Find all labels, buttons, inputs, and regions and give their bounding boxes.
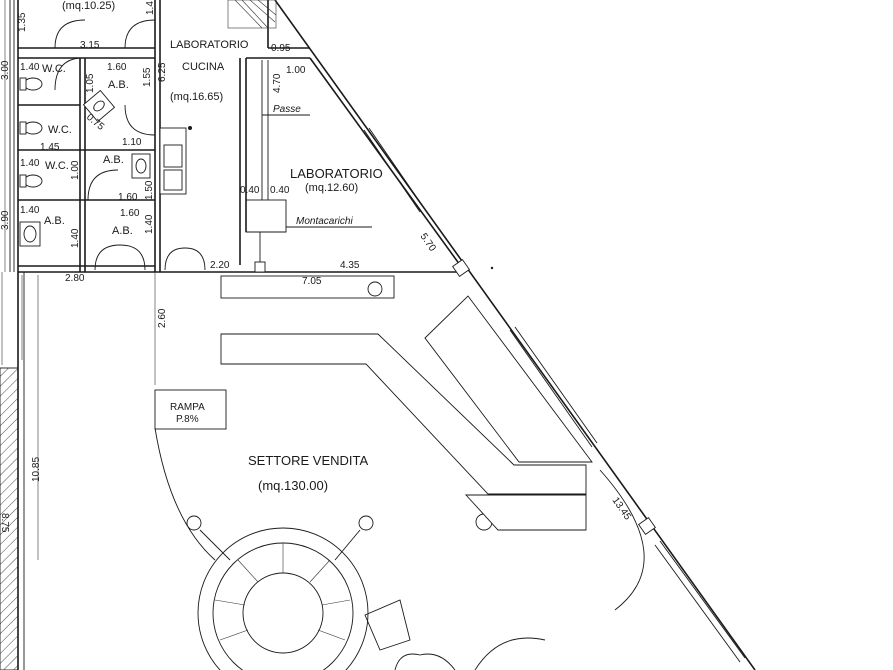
dim: 1.00	[70, 160, 81, 180]
lab-cucina-area: (mq.16.65)	[170, 91, 223, 103]
settore-vendita-area: (mq.130.00)	[258, 478, 328, 493]
wc-label-3: W.C.	[45, 160, 69, 172]
ramp	[154, 389, 227, 430]
dim: 2.60	[157, 308, 168, 328]
dim: 5.70	[418, 231, 438, 254]
counter-top	[220, 275, 395, 299]
dim: 1.40	[20, 205, 40, 216]
toilet-2	[19, 121, 43, 135]
dim: 3.90	[0, 210, 11, 230]
rampa-label: RAMPA	[170, 402, 205, 413]
fixtures	[19, 19, 645, 670]
dim: 1.40	[144, 214, 155, 234]
ab-label-2: A.B.	[103, 154, 124, 166]
walls	[0, 0, 756, 670]
dim: 2.80	[65, 273, 85, 284]
spiral-staircase	[186, 515, 411, 670]
sink-3	[19, 221, 41, 247]
dim: 4.70	[272, 73, 283, 93]
wc-label-1: W.C.	[42, 63, 66, 75]
dim: 1.60	[120, 208, 140, 219]
ab-label-3: A.B.	[44, 215, 65, 227]
dim: 1.45	[40, 142, 60, 153]
lab-cucina-label-2: CUCINA	[182, 61, 225, 73]
dim: 0.95	[271, 43, 291, 54]
kitchen-sink	[159, 126, 192, 195]
dim: 1.60	[118, 192, 138, 203]
shelf-island-3	[464, 494, 587, 531]
dim: 0.40	[240, 185, 260, 196]
dim: 3.00	[0, 60, 11, 80]
dim: 1.00	[286, 65, 306, 76]
dim: 1.05	[85, 73, 96, 93]
dim: 2.20	[210, 260, 230, 271]
top-room-area: (mq.10.25)	[62, 0, 115, 12]
dim: 10.85	[31, 457, 42, 482]
shelf-island-1	[220, 333, 587, 495]
sink-2	[131, 153, 151, 179]
sink-1	[82, 89, 116, 123]
dim: 1.55	[142, 67, 153, 87]
dim: 7.05	[302, 276, 322, 287]
passe-label: Passe	[273, 104, 301, 115]
toilet-3	[19, 174, 43, 188]
dim: 1.50	[144, 180, 155, 200]
dim: 3.15	[80, 40, 100, 51]
lab-cucina-label-1: LABORATORIO	[170, 39, 249, 51]
dim: 1.10	[122, 137, 142, 148]
dim: 1.4	[145, 1, 156, 15]
settore-vendita-label: SETTORE VENDITA	[248, 453, 368, 468]
dim: 6.25	[157, 62, 168, 82]
dim: 1.40	[20, 62, 40, 73]
toilet-1	[19, 77, 43, 91]
room-labels: (mq.10.25) LABORATORIO CUCINA (mq.16.65)…	[42, 0, 383, 493]
ab-label-1: A.B.	[108, 79, 129, 91]
dim: 13.45	[610, 495, 634, 522]
ab-label-4: A.B.	[112, 225, 133, 237]
dim: 1.40	[70, 228, 81, 248]
dim: 4.35	[340, 260, 360, 271]
dim: 1.35	[17, 12, 28, 32]
montacarichi-label: Montacarichi	[296, 216, 353, 227]
dim: 8.75	[0, 513, 10, 533]
lab-label: LABORATORIO	[290, 166, 383, 181]
lab-area: (mq.12.60)	[305, 182, 358, 194]
rampa-percent: P.8%	[176, 414, 199, 425]
wc-label-2: W.C.	[48, 124, 72, 136]
dim: 1.60	[107, 62, 127, 73]
dim: 1.40	[20, 158, 40, 169]
dim: 0.40	[270, 185, 290, 196]
shelf-island-2	[424, 295, 593, 463]
